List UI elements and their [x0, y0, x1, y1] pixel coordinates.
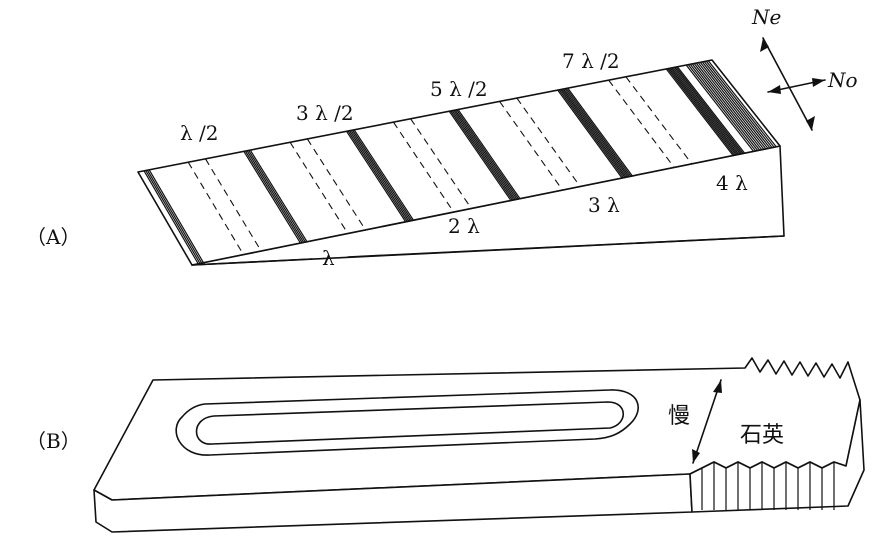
fringe-dashed-line: [392, 121, 455, 213]
fringe-line: [669, 67, 738, 155]
fringe-line: [676, 66, 746, 154]
axis-no-label: No: [827, 68, 858, 92]
fringe-line: [562, 88, 629, 178]
fringe-line: [565, 88, 632, 177]
slow-axis-arrow: [692, 379, 722, 464]
fringe-dashed-line: [187, 161, 244, 255]
fringe-line: [148, 169, 204, 263]
fringe-line: [349, 130, 410, 222]
fringe-line: [668, 68, 737, 156]
fringe-line: [350, 130, 411, 222]
fringe-line: [685, 64, 755, 152]
fringe-line: [693, 63, 763, 151]
fringe-line: [675, 66, 744, 154]
fringe-line: [701, 61, 771, 149]
fringe-line: [691, 63, 761, 151]
fringe-line: [457, 109, 521, 199]
fringe-line: [672, 67, 741, 155]
fringe-line: [561, 88, 627, 178]
fringe-dashed-line: [608, 79, 675, 168]
label-three-half-lambda: 3 λ /2: [296, 101, 354, 125]
fringe-line: [687, 64, 757, 152]
fringe-line: [146, 169, 203, 264]
fringe-line: [665, 68, 734, 156]
fringe-line: [697, 62, 767, 150]
fringe-line: [249, 149, 308, 243]
label-two-lambda: 2 λ: [448, 214, 480, 238]
fringe-line: [454, 109, 518, 200]
fringe-dashed-line: [204, 158, 262, 252]
fringe-line: [451, 110, 515, 201]
fringe-line: [703, 61, 773, 148]
fringe-line: [347, 130, 408, 222]
fringe-line: [707, 60, 777, 148]
fringe-line: [448, 110, 512, 201]
fringe-line: [699, 61, 769, 149]
fringe-line: [667, 68, 736, 156]
quartz-wedge: [137, 59, 785, 266]
label-lambda: λ: [322, 246, 335, 270]
axis-ne-label: Ne: [751, 5, 781, 29]
fringe-line: [246, 150, 305, 243]
label-four-lambda: 4 λ: [716, 171, 748, 195]
fringe-dashed-line: [306, 138, 366, 231]
fringe-line: [695, 62, 765, 150]
fringe-line: [689, 63, 759, 151]
fringe-dashed-line: [289, 142, 349, 234]
fringe-line: [143, 170, 199, 265]
fringe-line: [244, 150, 303, 244]
plate-slot-inner: [195, 401, 625, 445]
fringe-dashed-line: [516, 97, 581, 187]
panel-a-label: （A）: [26, 225, 80, 249]
fringe-line: [145, 170, 201, 264]
label-five-half-lambda: 5 λ /2: [430, 77, 488, 101]
plate-slot-outer: [175, 389, 639, 456]
fringe-line: [567, 87, 633, 177]
material-label: 石英: [740, 423, 784, 448]
fringe-line: [248, 150, 306, 243]
wedge-top-face: [137, 59, 781, 266]
fringe-line: [453, 110, 516, 200]
serration-ridges: [701, 462, 835, 510]
fringe-line: [674, 66, 743, 155]
fringe-line: [560, 89, 626, 178]
label-three-lambda: 3 λ: [588, 193, 620, 217]
fringe-line: [346, 130, 407, 223]
fringe-dashed-line: [499, 101, 563, 191]
fringe-line: [557, 89, 623, 179]
fringe-line: [450, 110, 513, 201]
fringe-line: [353, 129, 414, 221]
panel-b-label: （B）: [26, 429, 81, 453]
fringe-line: [671, 67, 740, 155]
axis-arrows: [760, 37, 826, 131]
slow-label: 慢: [668, 404, 690, 429]
fringe-line: [456, 109, 519, 200]
fringe-line: [352, 129, 413, 221]
label-half-lambda: λ /2: [180, 121, 219, 145]
fringe-line: [243, 151, 301, 244]
label-seven-half-lambda: 7 λ /2: [562, 49, 620, 73]
fringe-line: [558, 89, 624, 179]
fringe-line: [705, 60, 775, 148]
quartz-plate: [93, 357, 865, 533]
fringe-dashed-line: [625, 76, 693, 165]
fringe-line: [564, 88, 630, 177]
fringe-dashed-line: [410, 118, 472, 209]
interference-fringes: [143, 60, 777, 265]
